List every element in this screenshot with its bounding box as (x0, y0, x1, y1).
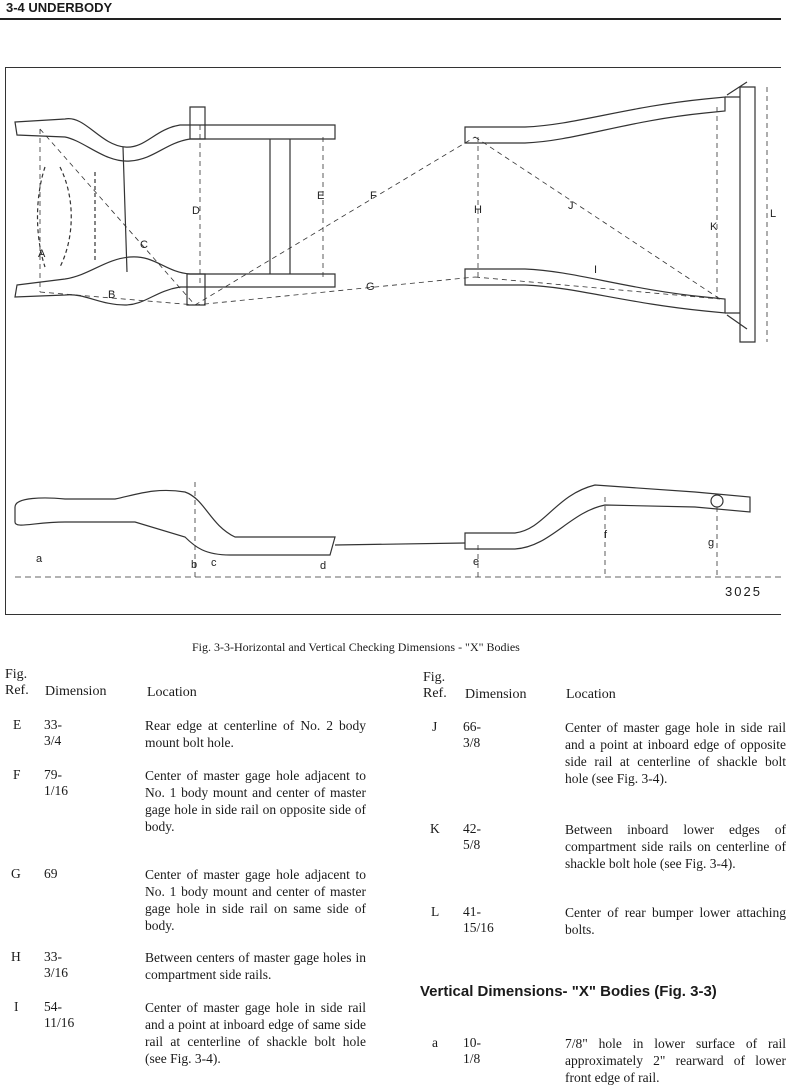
crossmember (122, 139, 291, 274)
label-L: L (770, 208, 777, 220)
label-A: A (38, 248, 46, 260)
label-E: E (317, 190, 325, 202)
label-D: D (192, 205, 200, 217)
side-rear-frame (464, 484, 751, 550)
label-g: g (708, 537, 715, 549)
side-dim-lines (194, 482, 718, 577)
vertical-dimensions-heading: Vertical Dimensions- "X" Bodies (Fig. 3-… (420, 983, 717, 1000)
label-d: d (320, 560, 327, 572)
label-H: H (474, 204, 482, 216)
dim-lines (39, 87, 768, 342)
figure-caption: Fig. 3-3-Horizontal and Vertical Checkin… (192, 640, 520, 654)
figure-frame (5, 67, 781, 615)
figure-number: 3025 (725, 584, 762, 599)
label-a: a (36, 553, 43, 565)
label-K: K (710, 221, 718, 233)
front-suspension-outline (36, 166, 96, 268)
rear-crossbar (725, 81, 756, 343)
label-b: b (191, 559, 198, 571)
left-col-dimension: Dimension (45, 684, 107, 699)
label-f: f (604, 529, 608, 541)
left-col-fig-ref: Fig. Ref. (5, 667, 29, 698)
page-header: 3-4 UNDERBODY (6, 0, 113, 15)
right-col-dimension: Dimension (465, 687, 527, 702)
label-I: I (594, 264, 598, 276)
label-B: B (108, 289, 116, 301)
label-F: F (370, 190, 377, 202)
front-rail-upper (14, 118, 336, 162)
header-rule (0, 18, 781, 20)
label-J: J (568, 200, 574, 212)
label-G: G (366, 281, 375, 293)
label-e: e (473, 556, 480, 568)
mount-bracket-lower (186, 273, 206, 306)
left-col-location: Location (147, 685, 197, 700)
label-c: c (211, 557, 217, 569)
shackle-hole (710, 494, 724, 508)
front-rail-lower (14, 256, 336, 306)
mount-bracket-upper (189, 106, 206, 140)
underbody-diagram (14, 81, 781, 578)
side-connector (334, 542, 466, 546)
side-front-frame (14, 489, 336, 556)
right-col-location: Location (566, 687, 616, 702)
label-C: C (140, 239, 148, 251)
rear-rail-upper (464, 96, 726, 144)
right-col-fig-ref: Fig. Ref. (423, 670, 447, 701)
